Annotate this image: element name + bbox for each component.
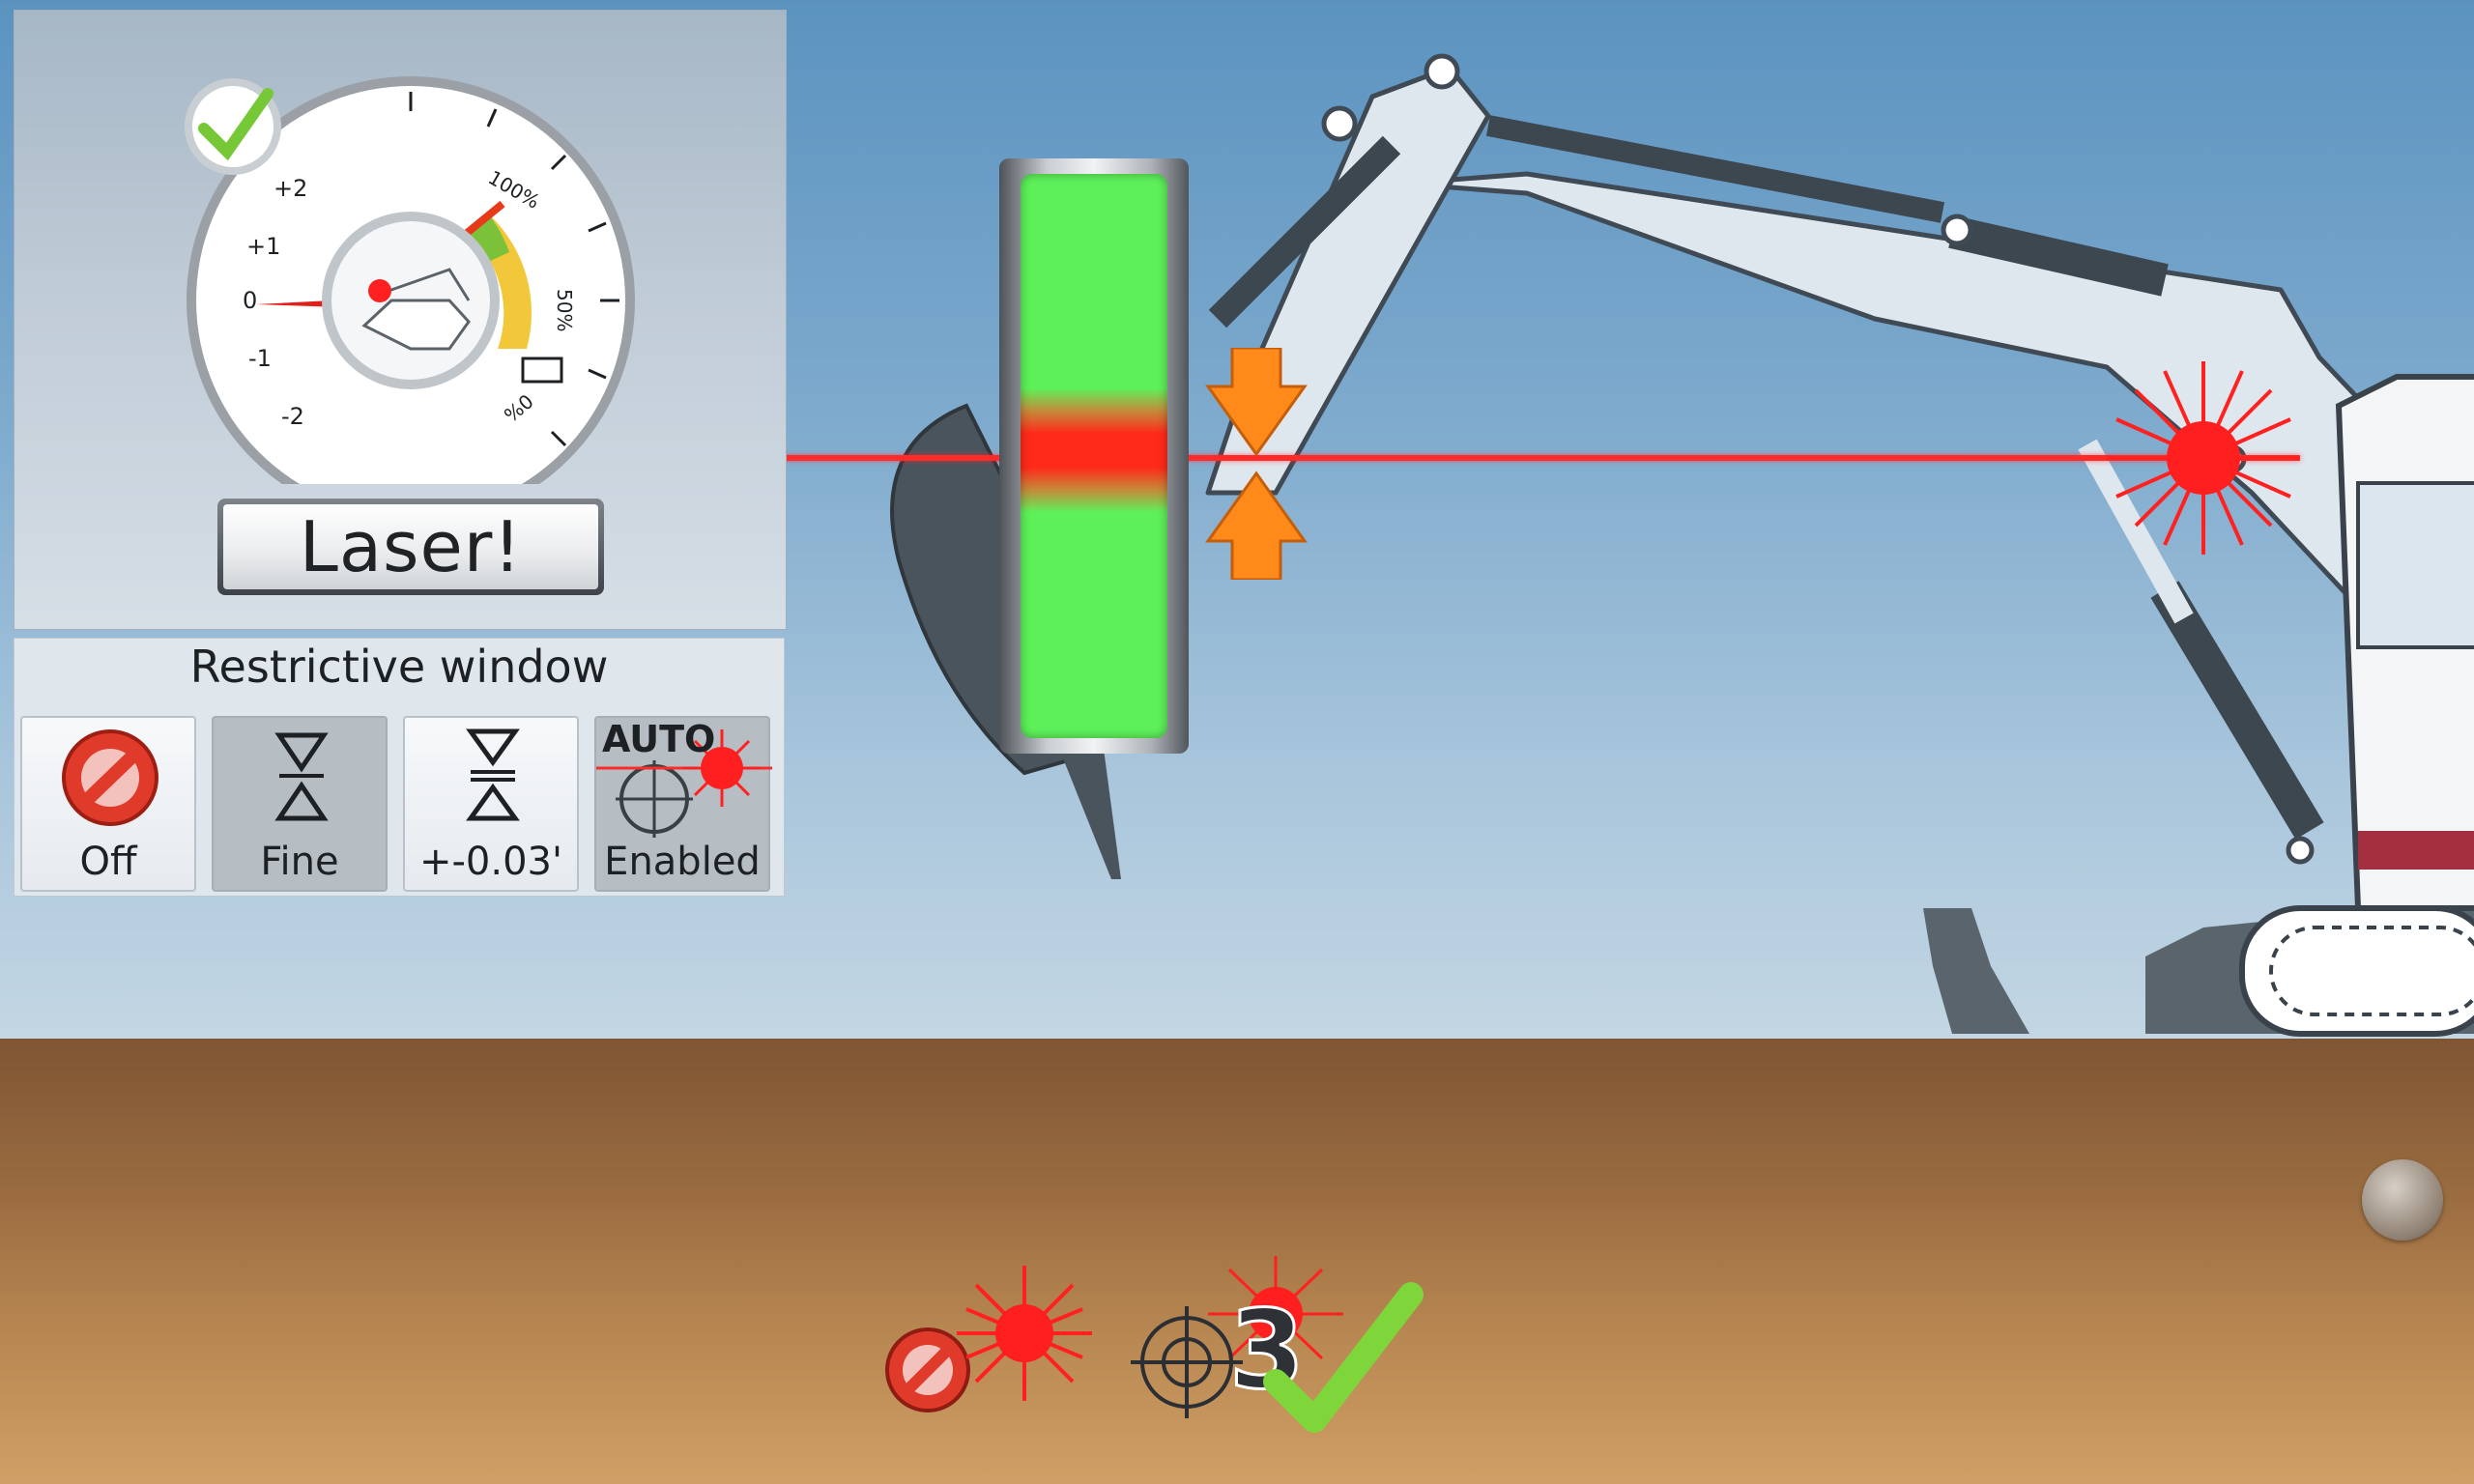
gauge-scale-50: 50% [553,289,576,331]
check-icon [1263,1282,1424,1433]
excavator-illustration [890,53,2474,1037]
window-auto-label: Enabled [604,840,761,884]
gauge-scale-minus2: -2 [281,403,304,430]
laser-status-label: Laser! [217,499,604,595]
gauge-scale-minus1: -1 [248,345,272,372]
window-off-label: Off [79,840,137,884]
prohibited-icon [885,1327,970,1413]
gauge-scale-zero: 0 [243,287,257,314]
laser-gauge: +2 +1 0 -1 -2 100% 50% 0% [185,76,635,484]
laser-starburst-icon [1208,1256,1343,1372]
window-off-button[interactable]: Off [20,716,196,892]
window-auto-button[interactable]: AUTO Enabled [594,716,772,892]
status-bar: 3 [885,1256,1424,1433]
on-grade-arrows-icon [1205,348,1308,580]
grade-indicator-bar [999,158,1189,754]
laser-strike-icon [2107,361,2300,555]
gauge-scale-plus1: +1 [246,233,280,260]
restrictive-window-panel: Restrictive window Off Fine +-0.03' [14,638,785,897]
tolerance-window-icon [466,728,520,821]
menu-round-button[interactable] [2362,1159,2443,1241]
window-fine-label: Fine [260,840,339,884]
gauge-panel: +2 +1 0 -1 -2 100% 50% 0% Laser! [14,10,787,630]
grade-indicator-fill [1021,174,1167,738]
laser-status-text: Laser! [223,504,598,589]
fine-window-icon [274,732,329,821]
window-tolerance-button[interactable]: +-0.03' [403,716,579,892]
ground [0,1039,2474,1484]
window-tolerance-label: +-0.03' [418,840,562,884]
prohibited-icon [62,729,158,826]
gauge-scale-plus2: +2 [273,175,307,202]
crosshair-icon [1131,1306,1243,1418]
auto-tag: AUTO [602,718,716,760]
laser-starburst-icon [957,1266,1092,1401]
laser-beam [193,455,2300,461]
restrictive-window-title: Restrictive window [189,641,609,693]
window-fine-button[interactable]: Fine [212,716,388,892]
auto-laser-icon [596,729,772,838]
